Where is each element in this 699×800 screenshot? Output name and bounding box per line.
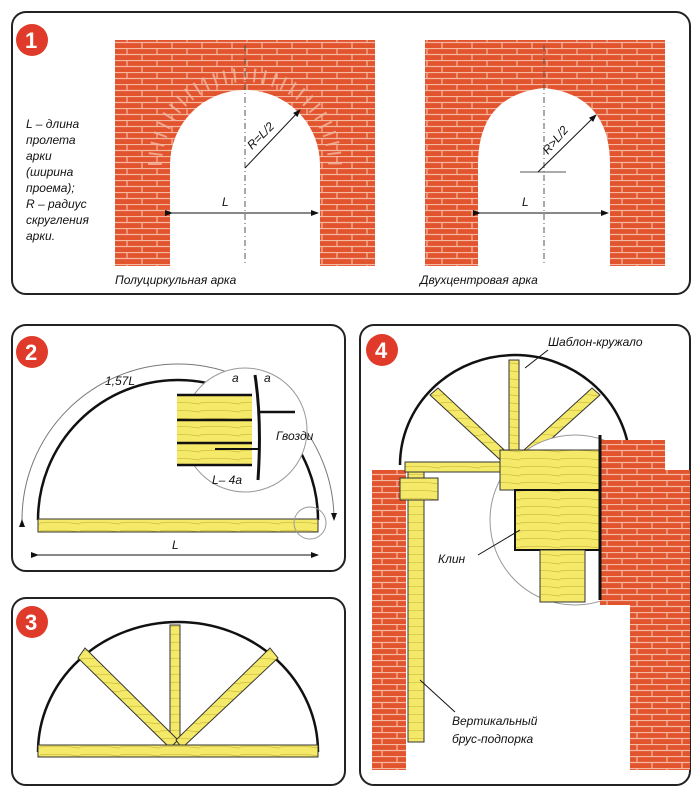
offset-a-label: a xyxy=(264,371,271,385)
panel-3-number: 3 xyxy=(25,610,37,635)
span-label: L xyxy=(172,538,179,552)
legend-line: R – радиус xyxy=(26,197,87,211)
cut-length-label: L– 4a xyxy=(212,473,242,487)
wedge-detail-magnifier xyxy=(489,434,665,606)
panel-4-number: 4 xyxy=(375,338,388,363)
panel-4: 4 Шаблон-кружало Клин Вертикальный брус-… xyxy=(359,324,691,786)
nails-label: Гвозди xyxy=(276,429,314,443)
arch-caption: Полуциркульная арка xyxy=(115,273,237,287)
template-label: Шаблон-кружало xyxy=(548,335,643,349)
legend-line: проема); xyxy=(26,181,75,195)
wedge-label: Клин xyxy=(438,552,466,566)
post-label: Вертикальный xyxy=(452,714,538,728)
span-label: L xyxy=(222,195,229,209)
panel-1: 1 L – длина пролета арки (ширина проема)… xyxy=(11,11,691,295)
legend-line: пролета xyxy=(26,133,76,147)
arch-caption: Двухцентровая арка xyxy=(418,273,538,287)
offset-a-label: a xyxy=(232,371,239,385)
legend-line: L – длина xyxy=(26,117,79,131)
legend-line: скругления xyxy=(26,213,89,227)
legend-line: (ширина xyxy=(26,165,74,179)
legend-line: арки xyxy=(26,149,52,163)
panel-1-badge xyxy=(16,24,48,56)
panel-1-number: 1 xyxy=(25,28,37,53)
span-label: L xyxy=(522,195,529,209)
legend-line: арки. xyxy=(26,229,55,243)
panel-2-number: 2 xyxy=(25,340,37,365)
arc-length-label: 1,57L xyxy=(105,374,135,388)
panel-2: 2 1,57L L a a Гвозди L– 4a xyxy=(11,324,346,572)
panel-3: 3 xyxy=(11,597,346,786)
semicircular-arch: R=L/2 L Полуциркульная арка xyxy=(115,40,375,287)
post-label: брус-подпорка xyxy=(452,732,534,746)
joint-detail-magnifier: a a Гвозди L– 4a xyxy=(177,367,314,493)
legend-text: L – длина пролета арки (ширина проема); … xyxy=(26,117,89,243)
